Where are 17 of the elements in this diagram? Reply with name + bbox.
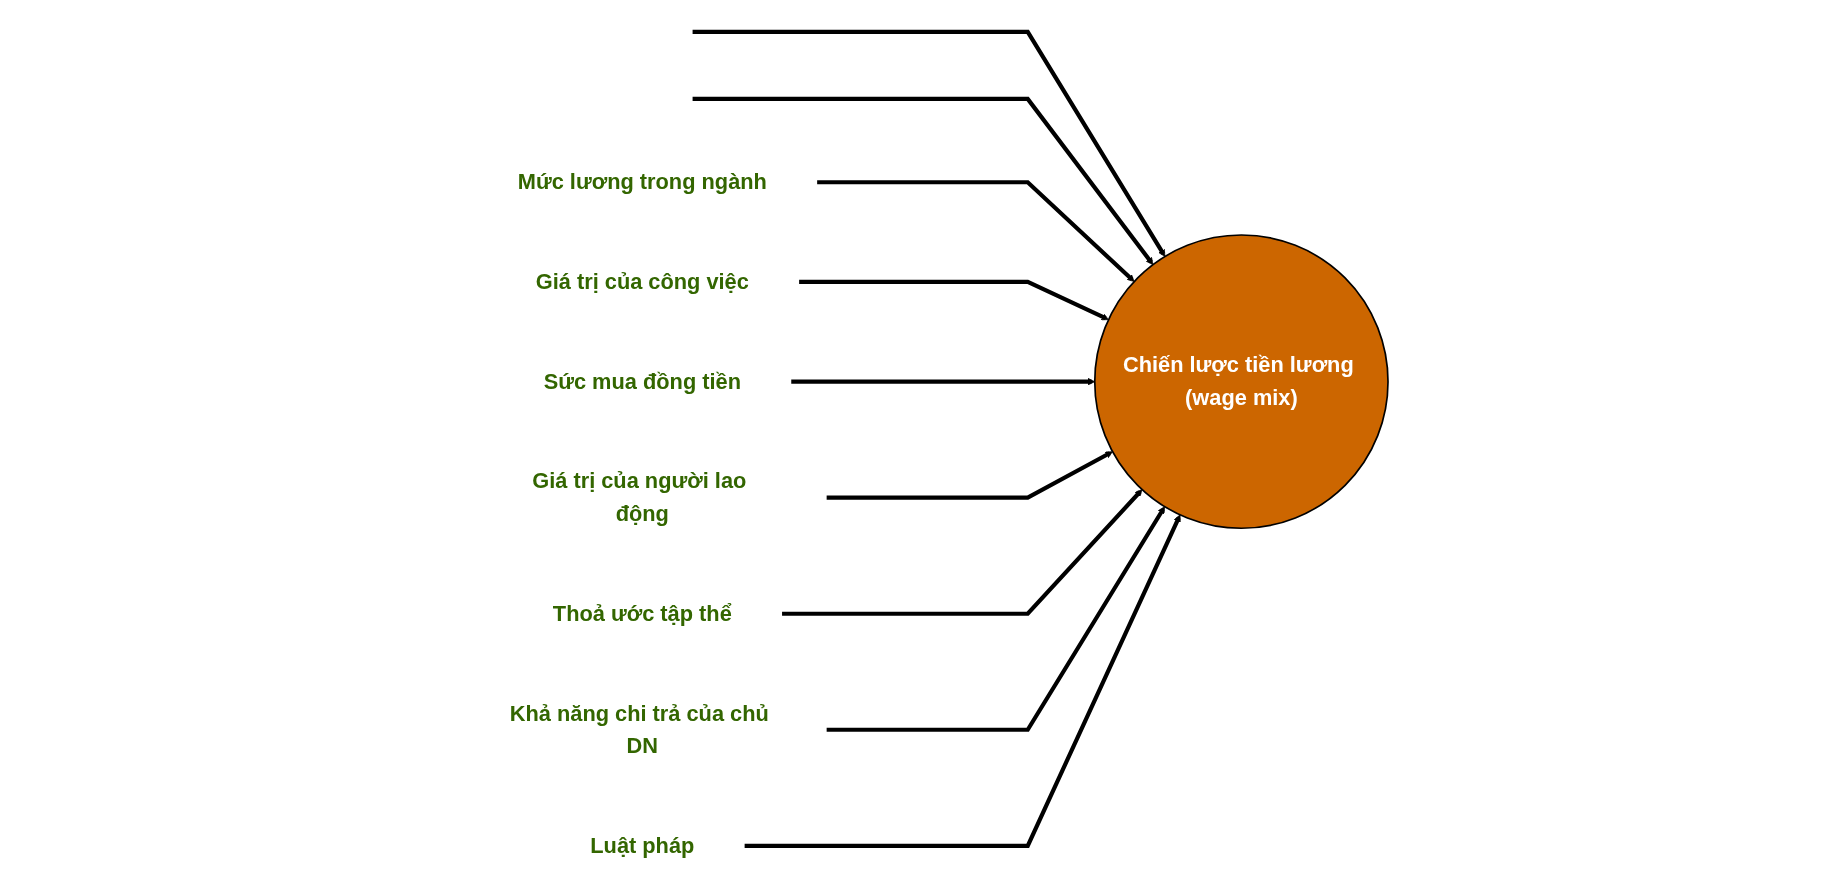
arrow bbox=[692, 96, 1154, 265]
node-text: Giá trị của người lao động bbox=[532, 468, 747, 527]
arrow bbox=[799, 279, 1109, 321]
node-text: Mức lương trong ngành bbox=[517, 169, 767, 195]
node-text: Khả năng chi trả của chủ DN bbox=[509, 700, 769, 759]
node-circle: Chiến lược tiền lương (wage mix) bbox=[1093, 234, 1389, 530]
node-text: Thoả ước tập thể bbox=[552, 600, 732, 626]
arrow bbox=[817, 180, 1135, 282]
node-text: Sức mua đồng tiền bbox=[543, 368, 741, 394]
arrow bbox=[744, 514, 1181, 848]
arrow bbox=[826, 506, 1166, 732]
node-text: Giá trị của công việc bbox=[535, 268, 749, 295]
arrow bbox=[826, 451, 1113, 500]
arrow bbox=[782, 489, 1143, 616]
arrow bbox=[791, 377, 1096, 386]
arrow bbox=[692, 29, 1166, 257]
node-text: Luật pháp bbox=[590, 832, 695, 858]
